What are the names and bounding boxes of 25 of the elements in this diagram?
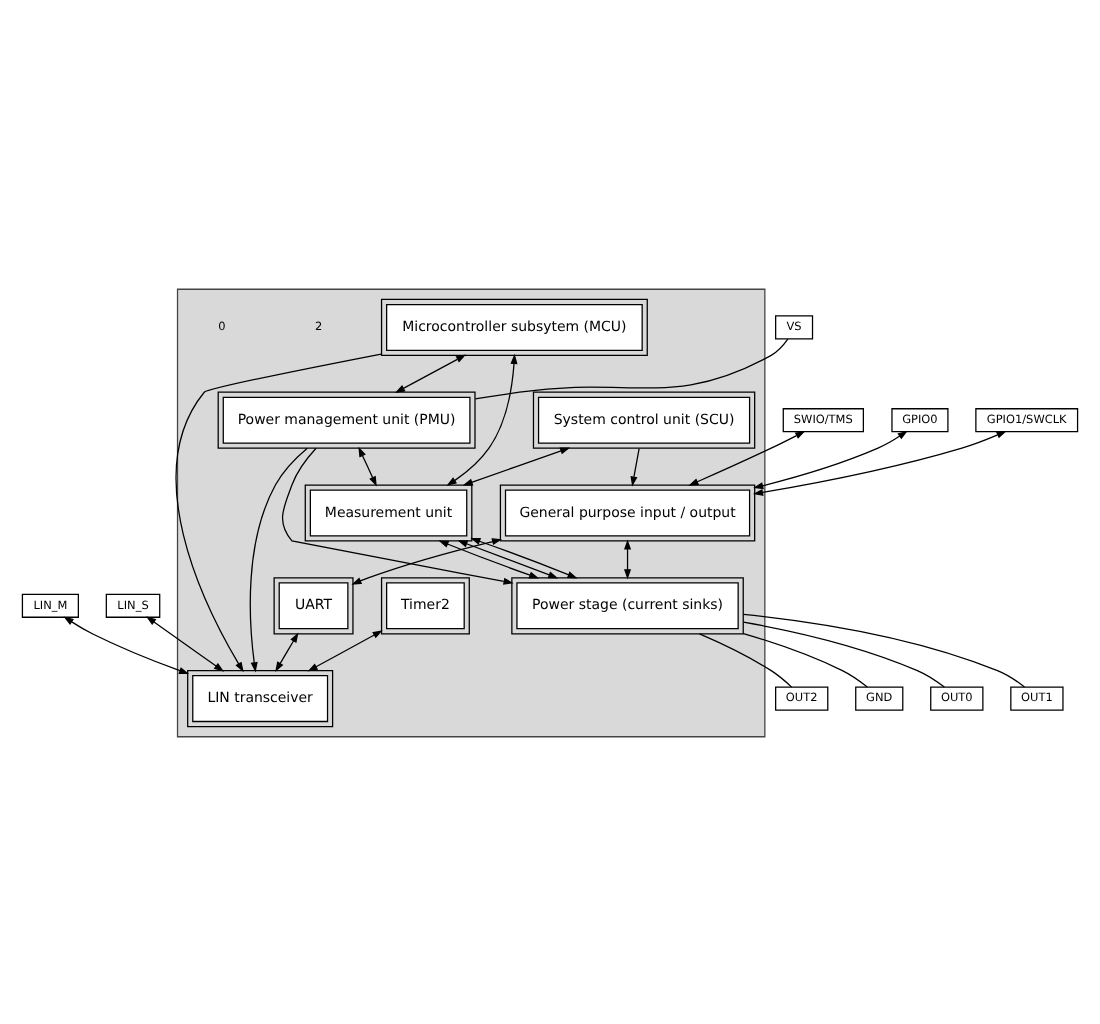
arrow [307,629,383,671]
arrow [446,352,518,485]
arrow [457,539,559,578]
arrow [63,615,190,674]
arrow [146,615,225,671]
arrow [752,429,1007,495]
arrow [394,353,467,392]
connector [698,632,793,687]
arrow [688,430,806,485]
arrow [630,446,640,486]
arrow [358,445,377,486]
connector [742,631,868,687]
arrow [281,446,514,584]
arrow [175,352,382,672]
arrow [438,539,540,578]
arrow [249,446,308,672]
arrow [351,537,503,584]
connector [742,612,1026,687]
arrow [470,537,578,578]
connector [474,337,789,399]
arrow [462,446,571,485]
arrow [624,538,632,579]
connector [742,620,946,687]
arrow [275,631,299,671]
arrow [753,429,908,489]
